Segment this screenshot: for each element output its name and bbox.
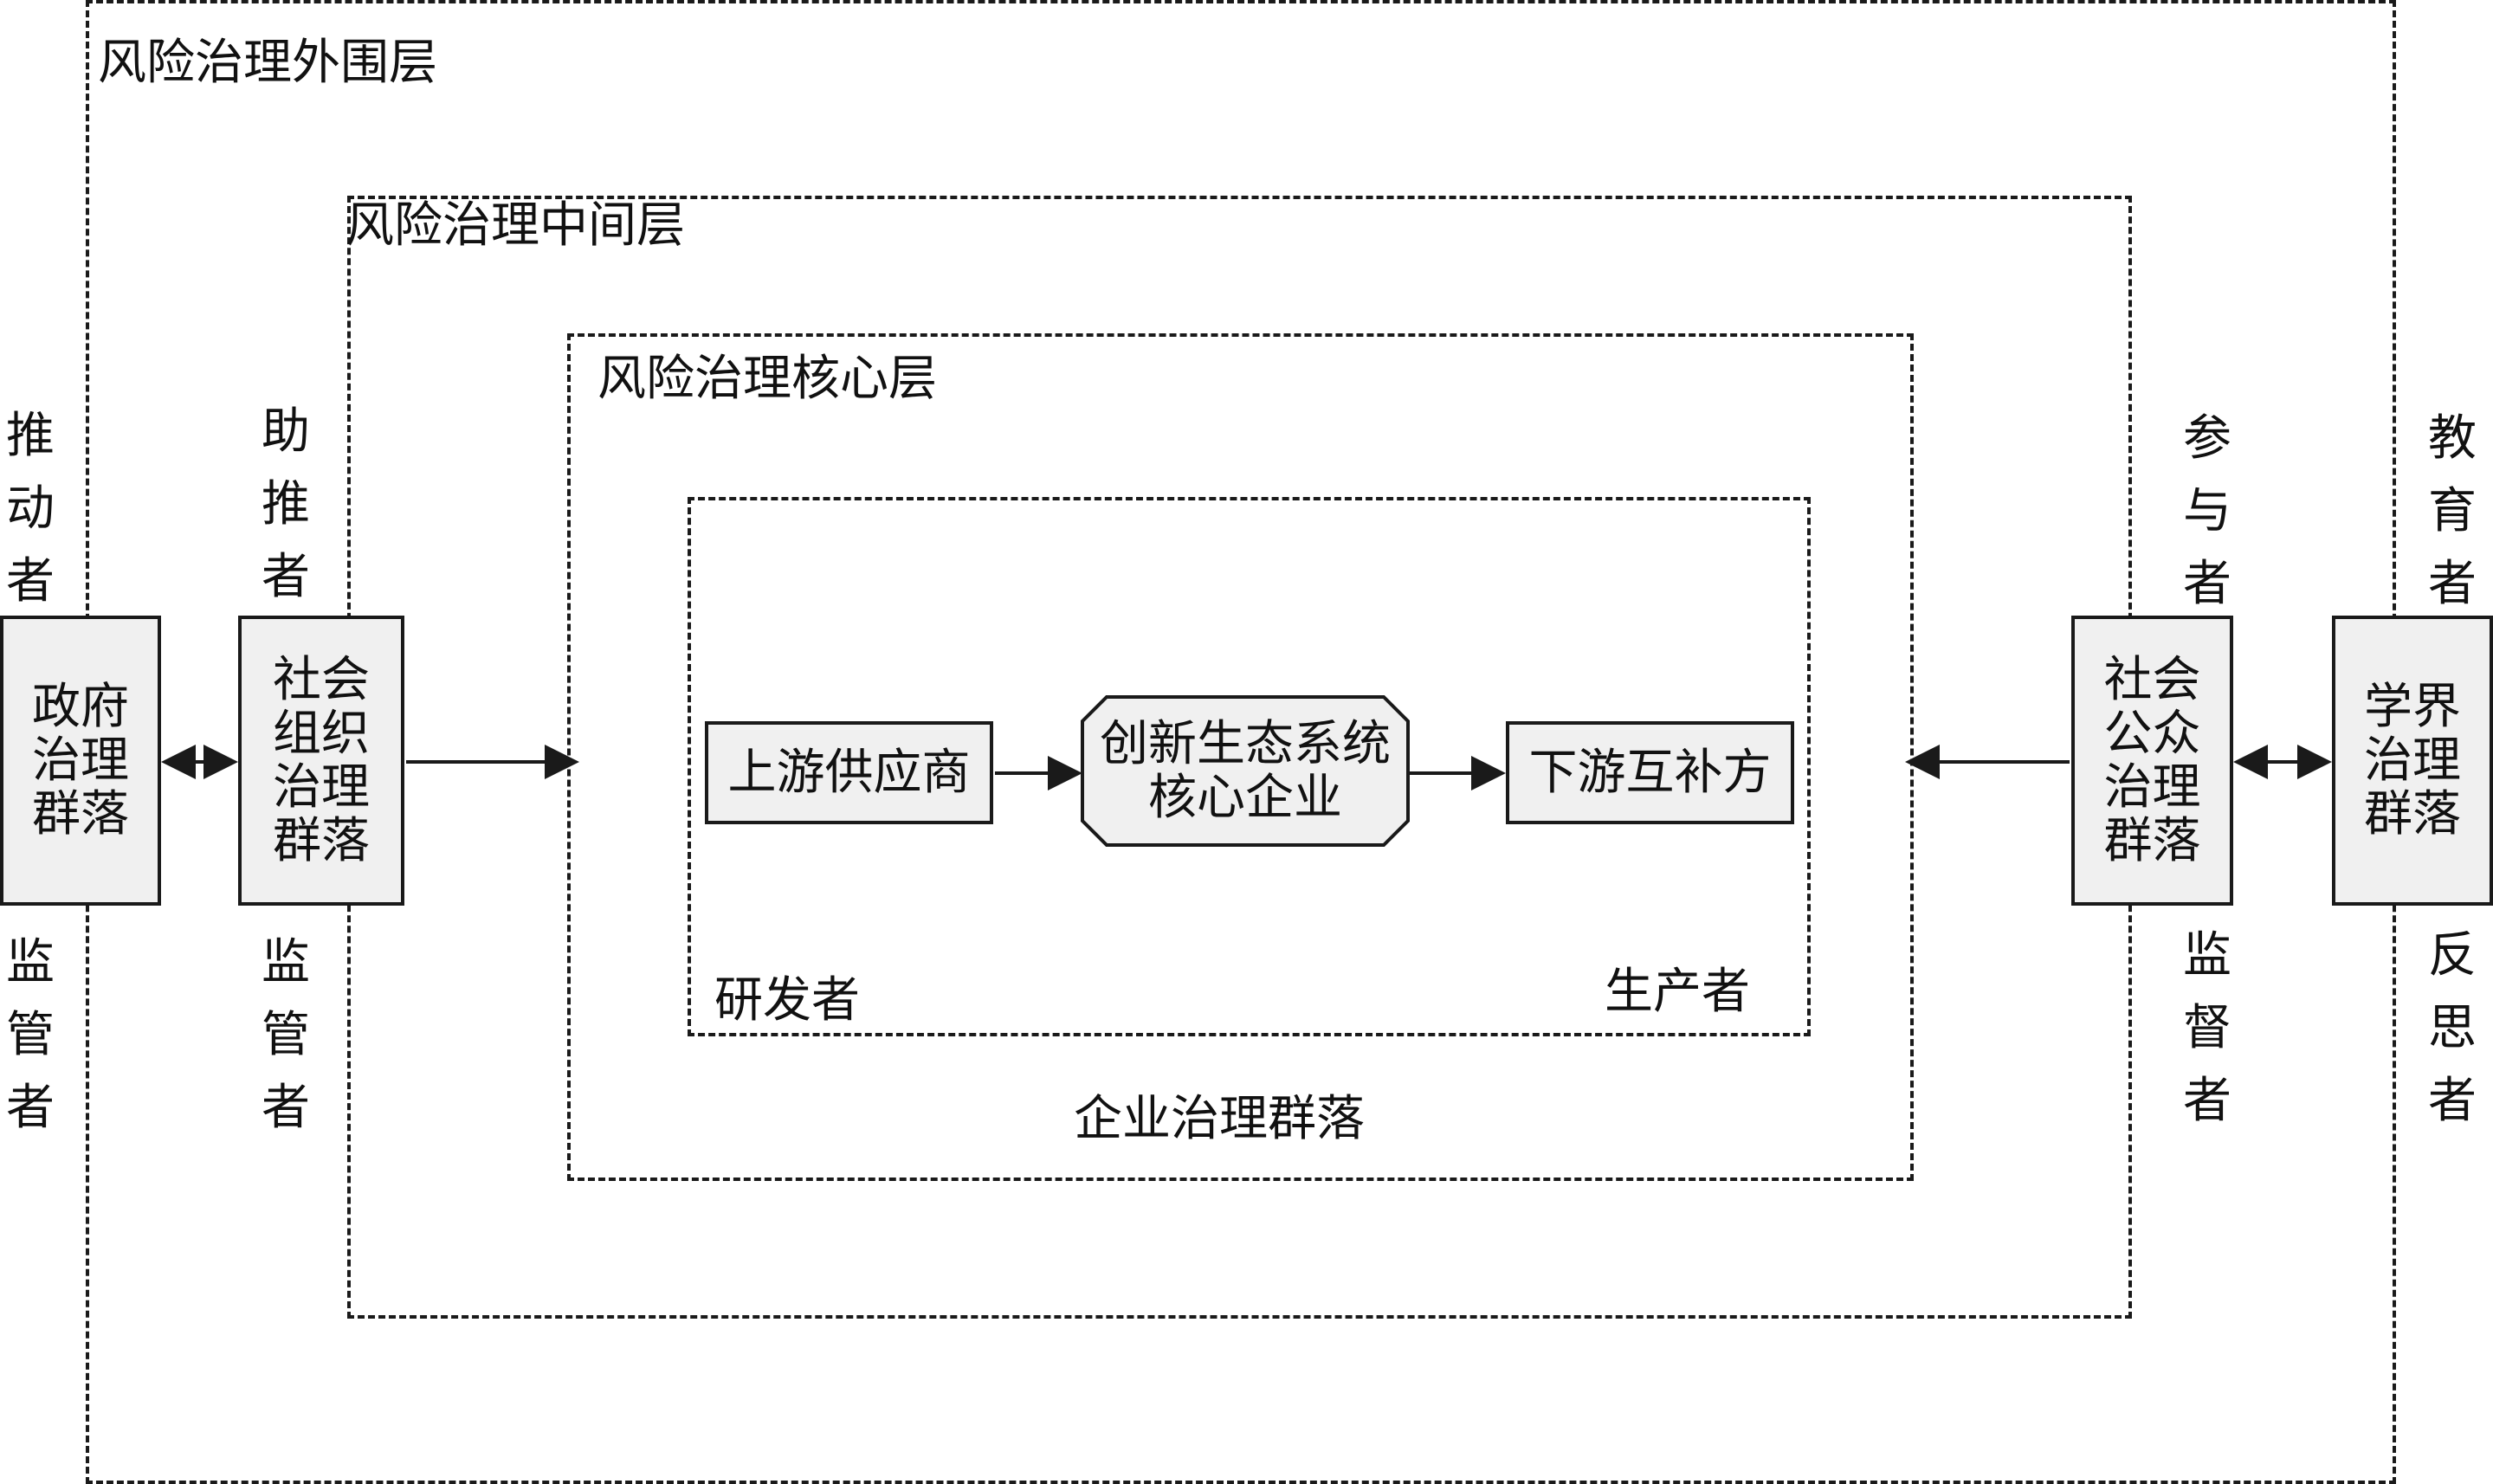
social-org-governance-text: 社会组织治理群落: [273, 651, 370, 869]
enterprise-inner-border: [688, 497, 1811, 1036]
upstream-role-label: 研发者: [714, 972, 860, 1029]
outer-layer-title: 风险治理外围层: [98, 35, 437, 91]
public-bottom-role: 监督者: [2183, 927, 2231, 1129]
social-org-top-role: 助推者: [262, 403, 310, 605]
middle-layer-title: 风险治理中间层: [346, 197, 685, 254]
core-firm-box: 创新生态系统核心企业: [1082, 697, 1408, 845]
social-org-bottom-role: 监管者: [262, 934, 310, 1136]
government-governance-text: 政府治理群落: [32, 678, 129, 842]
downstream-complementor-text: 下游互补方: [1528, 744, 1772, 801]
government-top-role: 推动者: [6, 408, 55, 610]
upstream-supplier-box: 上游供应商: [705, 721, 993, 824]
upstream-supplier-text: 上游供应商: [727, 744, 971, 801]
academia-bottom-role: 反思者: [2428, 927, 2477, 1129]
social-org-governance-box: 社会组织治理群落: [238, 616, 404, 906]
academia-top-role: 教育者: [2428, 410, 2477, 612]
downstream-role-label: 生产者: [1605, 964, 1750, 1020]
academia-governance-box: 学界治理群落: [2332, 616, 2493, 906]
public-governance-text: 社会公众治理群落: [2103, 651, 2201, 869]
government-governance-box: 政府治理群落: [0, 616, 161, 906]
downstream-complementor-box: 下游互补方: [1506, 721, 1794, 824]
public-top-role: 参与者: [2183, 410, 2231, 612]
core-firm-shape: [1081, 695, 1410, 847]
academia-governance-text: 学界治理群落: [2364, 678, 2461, 842]
enterprise-group-label: 企业治理群落: [1074, 1091, 1365, 1147]
government-bottom-role: 监管者: [6, 934, 55, 1136]
core-firm-text: 创新生态系统核心企业: [1100, 715, 1391, 826]
public-governance-box: 社会公众治理群落: [2071, 616, 2233, 906]
core-layer-title: 风险治理核心层: [597, 351, 937, 407]
